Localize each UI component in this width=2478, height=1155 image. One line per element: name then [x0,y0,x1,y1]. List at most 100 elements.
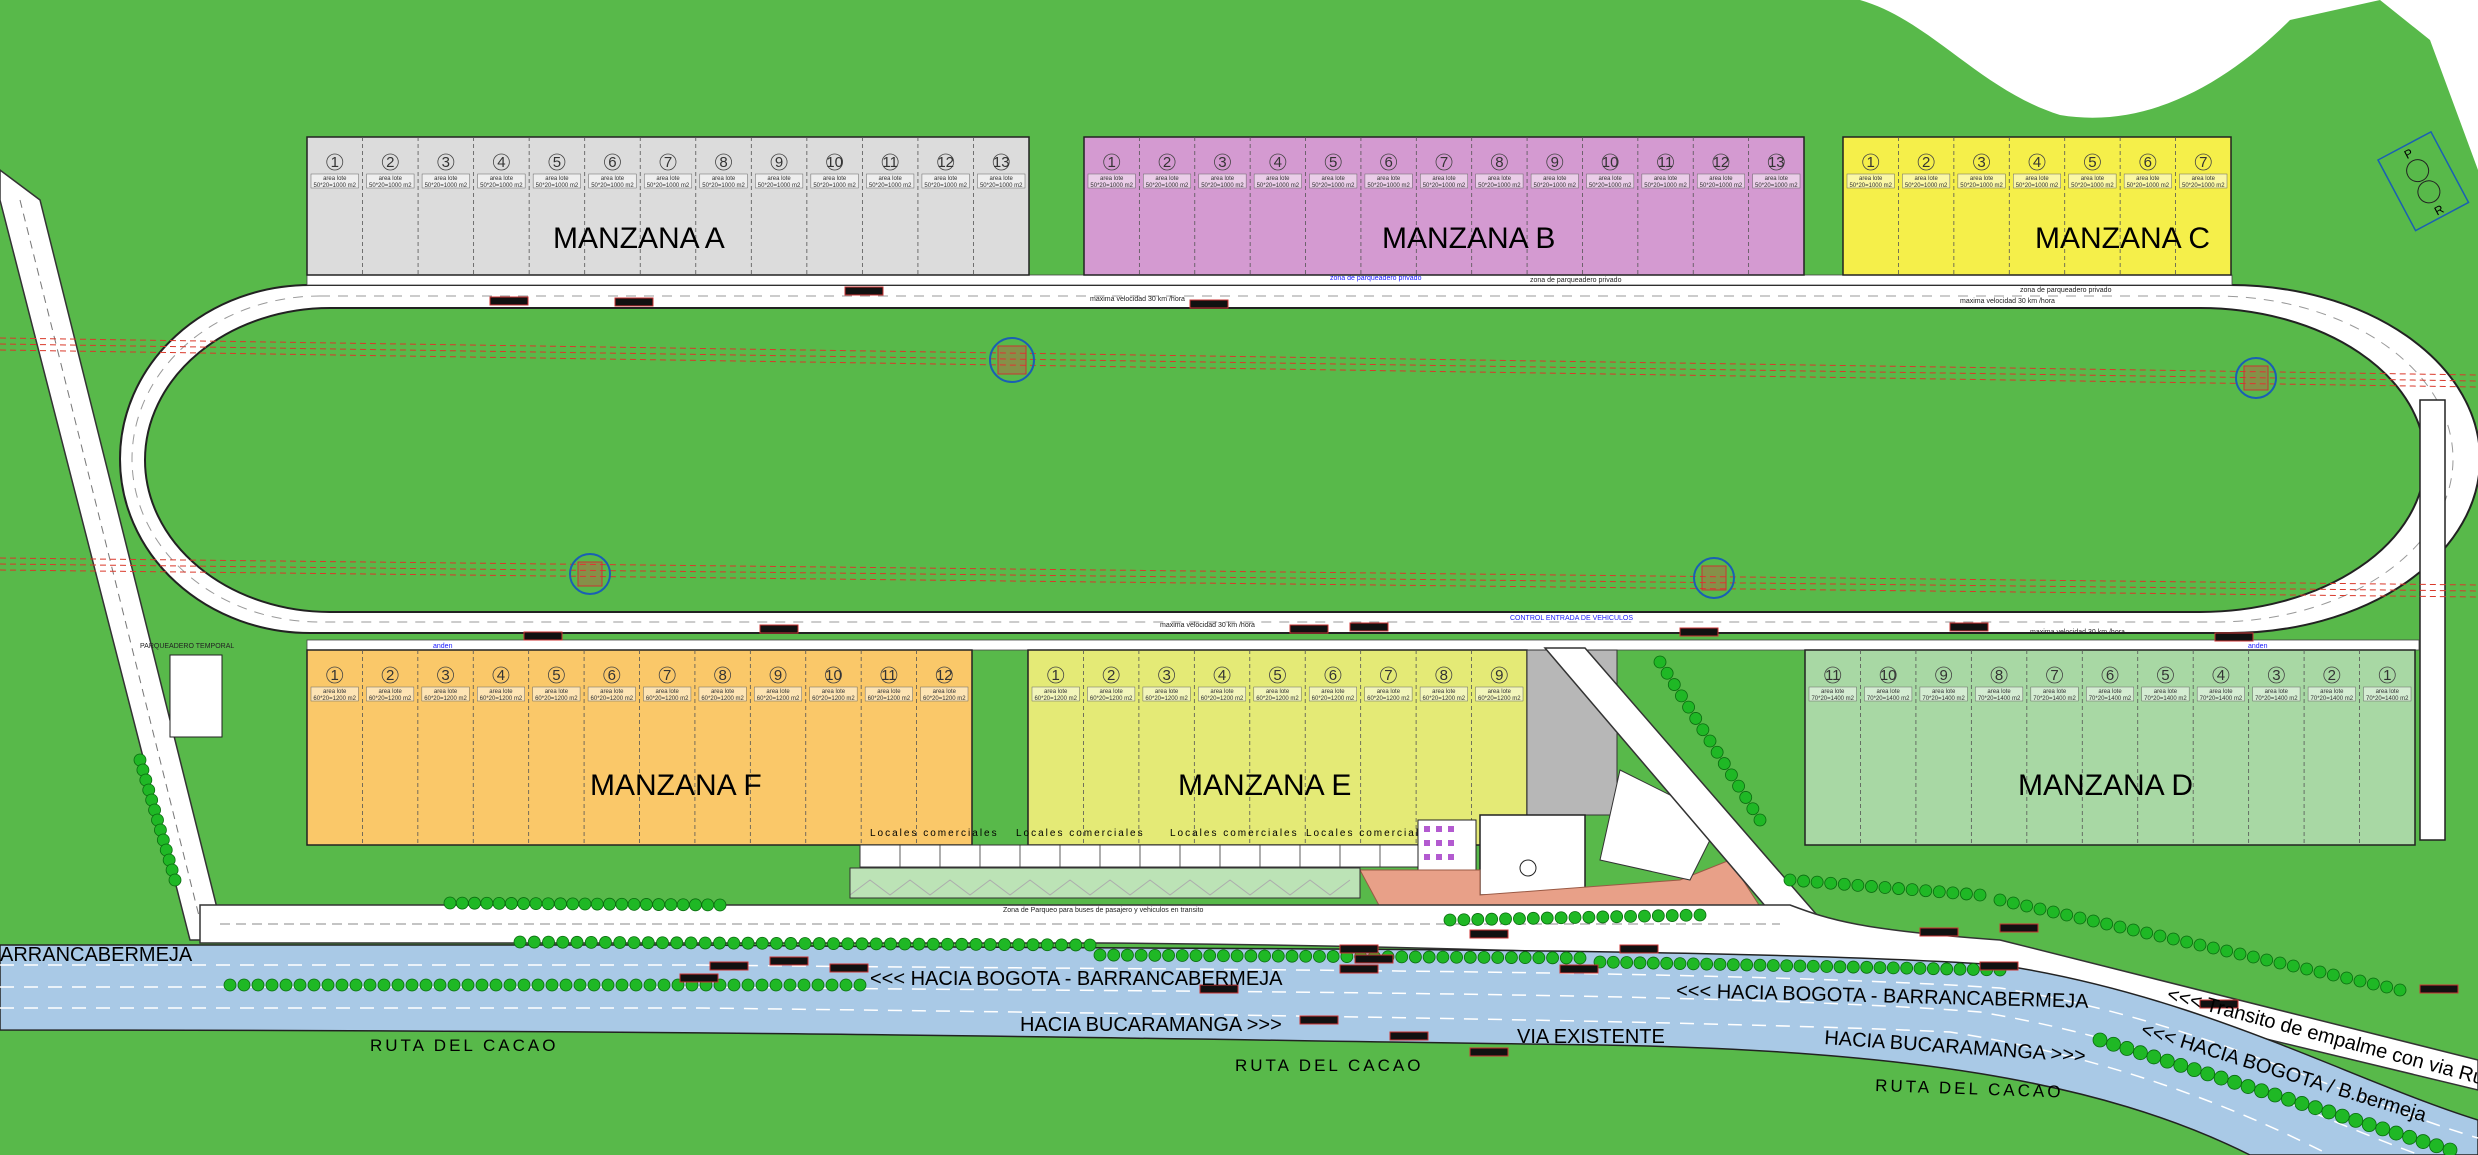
svg-text:anden: anden [433,643,453,650]
lot-number-circle [603,666,621,684]
svg-text:Locales comerciales: Locales comerciales [1170,828,1299,839]
lot-area-label: area lote [1211,176,1235,182]
lot-area-box [1253,173,1302,189]
tree [1012,938,1026,952]
tree [1573,951,1587,965]
tree [1107,948,1121,962]
tree [433,978,447,992]
lot-area-label: area lote [1266,176,1290,182]
tree [676,898,690,912]
tree [517,897,531,910]
lot-number: 12 [937,154,954,171]
tree [447,978,461,992]
tree [335,978,349,992]
lot-number: 5 [1329,154,1337,171]
tree [841,937,855,951]
lot-number-circle [381,666,399,684]
vehicle [1389,1031,1429,1041]
lot-area-label: area lote [489,689,513,695]
lot-number: 10 [1602,154,1619,171]
lot-area-box [698,686,747,702]
lot-area-label: area lote [1377,689,1401,695]
lot-area-box [1586,173,1635,189]
tree [492,896,506,910]
tree [2334,1108,2350,1124]
lot-area-label: area lote [877,689,901,695]
tree [1665,909,1679,922]
tree [2246,950,2260,964]
lot-area-dims: 60*20=1200 m2 [868,696,911,702]
lot-number-circle [769,666,787,684]
tree [1285,949,1299,963]
lot-number: 2 [386,154,394,171]
lot-number: 7 [2199,154,2207,171]
lot-area-dims: 50*20=1000 m2 [1700,183,1743,189]
tree [2233,947,2247,961]
svg-text:zona de parqueadero privado: zona de parqueadero privado [2020,287,2112,294]
lot-area-box [421,686,470,702]
tree [265,978,279,992]
tree [1940,962,1954,976]
lot-area-dims: 50*20=1000 m2 [1090,183,1133,189]
tree [2254,1083,2269,1099]
tree [279,978,293,992]
tree [1121,948,1134,962]
lot-area-label: area lote [600,689,624,695]
tree [2313,965,2327,979]
tree [839,978,853,992]
tree [812,937,826,950]
lot-area-dims: 60*20=1200 m2 [535,696,578,702]
tree [480,896,494,910]
lot-area-label: area lote [2154,689,2178,695]
tree [689,898,702,912]
vehicle [1199,984,1239,994]
lot-area-label: area lote [1155,689,1179,695]
lot-number-circle [659,153,677,171]
tree [1710,745,1724,759]
vehicle [1299,1015,1339,1025]
lot-area-box [1308,686,1357,702]
lot-number: 2 [1107,667,1115,684]
lot-number-circle [2101,666,2119,684]
tree [1436,950,1450,964]
lot-number-circle [2046,666,2063,684]
lot-area-dims: 60*20=1200 m2 [1367,696,1410,702]
lot-area-dims: 50*20=1000 m2 [1533,183,1576,189]
central-building [1479,814,1586,896]
lot-number-circle [1490,666,1508,684]
tree [2106,1036,2121,1052]
tree [2294,1096,2310,1111]
tree [1620,956,1634,969]
lot-area-box [2068,173,2117,189]
tree [517,978,531,992]
tree [1055,938,1068,952]
tree [1651,909,1665,923]
lot-area-box [921,173,970,189]
lot-number-circle [1879,666,1897,684]
tree [2366,977,2380,991]
lot-area-box [532,173,581,189]
lot-number: 11 [882,154,898,171]
tree [869,937,883,951]
vehicle [829,963,869,973]
lot-area-dims: 50*20=1000 m2 [425,183,468,189]
tree [1713,958,1727,971]
tree [1682,700,1695,714]
tree [1739,791,1753,804]
tree [1471,913,1485,926]
tree [541,897,555,911]
tree [1810,875,1824,889]
tree [926,937,940,951]
tree [855,937,869,951]
tree [1873,961,1887,974]
tree [1689,712,1703,725]
lot-area-label: area lote [1155,176,1179,182]
lot-number: 2 [2328,667,2336,684]
tree [1660,956,1674,970]
tree [2321,1104,2337,1120]
lot-number-circle [1435,153,1453,171]
lot-area-box [699,173,748,189]
lot-number-circle [1158,153,1176,171]
tree [1766,959,1780,972]
lot-number-circle [381,153,399,171]
